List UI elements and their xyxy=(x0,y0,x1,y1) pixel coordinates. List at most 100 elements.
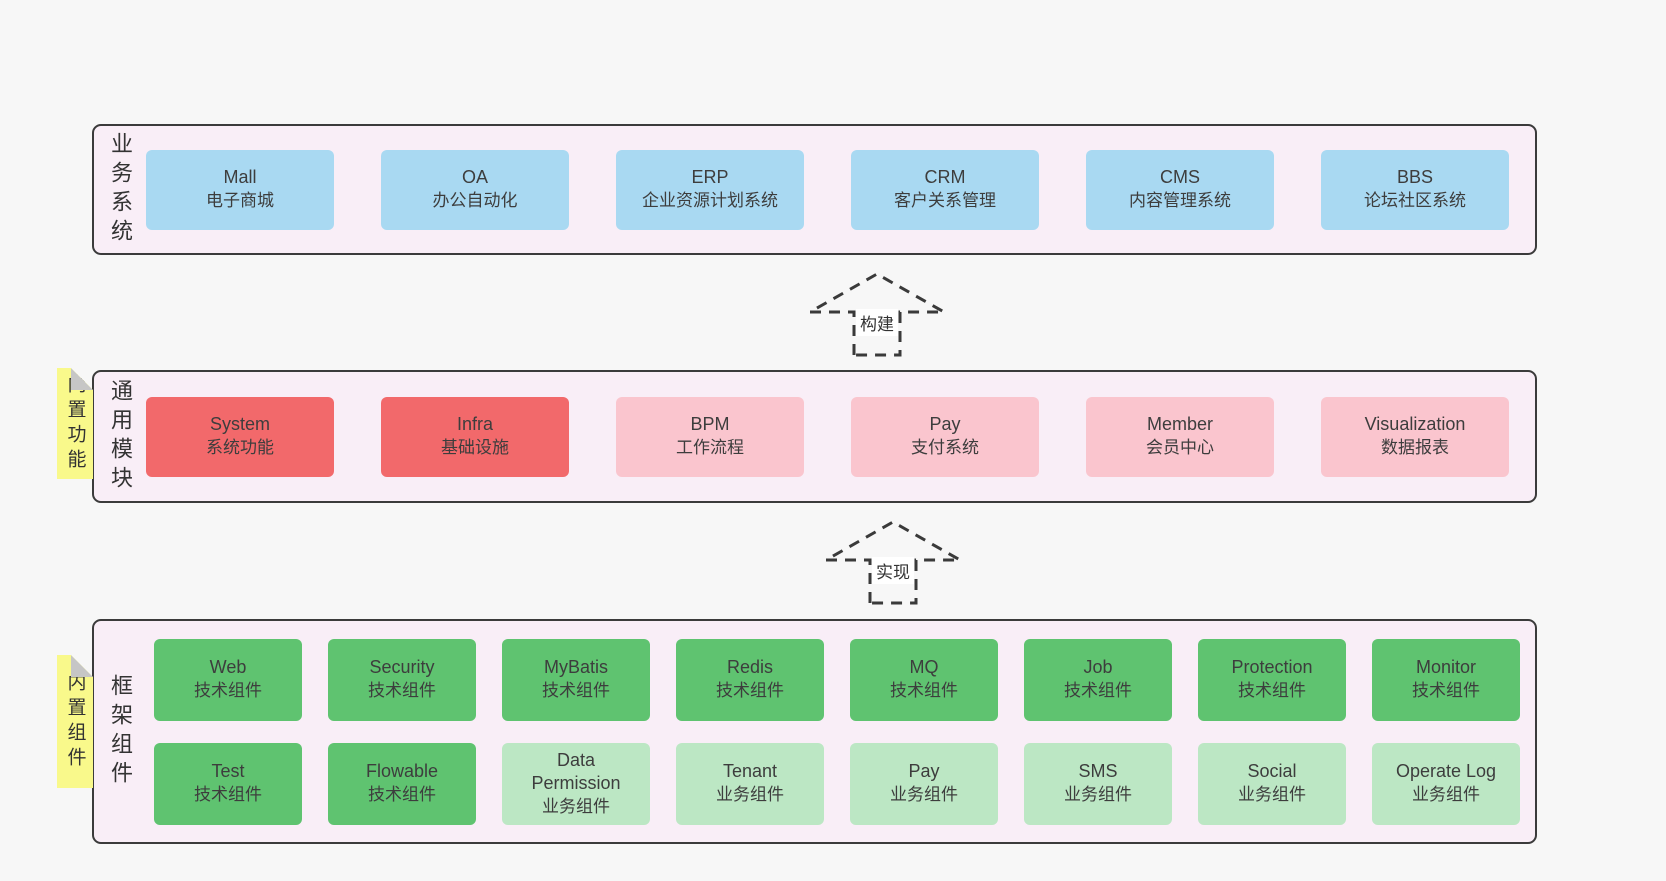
box-mybatis: MyBatis 技术组件 xyxy=(502,638,650,721)
box-tenant: Tenant 业务组件 xyxy=(676,742,824,825)
box-title: Operate Log xyxy=(1395,761,1497,782)
box-title: Social xyxy=(1247,761,1297,782)
box-infra: Infra 基础设施 xyxy=(381,396,569,477)
box-system: System 系统功能 xyxy=(146,396,334,477)
box-subtitle: 业务组件 xyxy=(1064,785,1132,805)
box-title: CRM xyxy=(924,167,966,188)
box-security: Security 技术组件 xyxy=(328,638,476,721)
box-subtitle: 数据报表 xyxy=(1381,438,1449,458)
box-title: ERP xyxy=(691,167,729,188)
box-title: MQ xyxy=(909,657,939,678)
box-subtitle: 技术组件 xyxy=(194,785,262,805)
box-title: Job xyxy=(1083,657,1113,678)
box-subtitle: 业务组件 xyxy=(542,797,610,817)
box-title: Flowable xyxy=(365,761,439,782)
sticky-note-label: 内置功能 xyxy=(64,373,86,474)
folded-corner-icon xyxy=(71,655,93,677)
box-bbs: BBS 论坛社区系统 xyxy=(1321,149,1509,230)
box-title: Monitor xyxy=(1415,657,1477,678)
box-mq: MQ 技术组件 xyxy=(850,638,998,721)
box-subtitle: 支付系统 xyxy=(911,438,979,458)
box-title: OA xyxy=(461,167,488,188)
box-subtitle: 系统功能 xyxy=(206,438,274,458)
box-title: BBS xyxy=(1396,167,1434,188)
arrow-build: 构建 xyxy=(807,271,947,357)
box-data-permission: Data Permission 业务组件 xyxy=(502,742,650,825)
sticky-note-label: 内置组件 xyxy=(64,671,86,772)
component-row: Mall 电子商城 OA 办公自动化 ERP 企业资源计划系统 CRM 客户关系管理 CMS 内容… xyxy=(146,149,1535,230)
box-pay: Pay 业务组件 xyxy=(850,742,998,825)
box-web: Web 技术组件 xyxy=(154,638,302,721)
box-subtitle: 业务组件 xyxy=(890,785,958,805)
box-title: Redis xyxy=(726,657,774,678)
box-job: Job 技术组件 xyxy=(1024,638,1172,721)
box-title: Security xyxy=(369,657,435,678)
arrow-label-implement: 实现 xyxy=(872,557,914,584)
arrow-label-build: 构建 xyxy=(856,309,898,336)
section-rows: Mall 电子商城 OA 办公自动化 ERP 企业资源计划系统 CRM 客户关系管理 CMS 内容… xyxy=(146,126,1535,253)
box-subtitle: 技术组件 xyxy=(1238,681,1306,701)
box-subtitle: 企业资源计划系统 xyxy=(642,191,778,211)
sticky-note-tab-builtin-components: 内置组件 xyxy=(57,655,93,788)
box-title: MyBatis xyxy=(543,657,608,678)
box-title: SMS xyxy=(1078,761,1118,782)
box-title: BPM xyxy=(690,414,730,435)
box-subtitle: 工作流程 xyxy=(676,438,744,458)
box-subtitle: 技术组件 xyxy=(542,681,610,701)
box-subtitle: 会员中心 xyxy=(1146,438,1214,458)
box-subtitle: 业务组件 xyxy=(1412,785,1480,805)
box-erp: ERP 企业资源计划系统 xyxy=(616,149,804,230)
box-title: Data Permission xyxy=(531,749,621,794)
box-subtitle: 内容管理系统 xyxy=(1129,191,1231,211)
box-subtitle: 技术组件 xyxy=(716,681,784,701)
box-oa: OA 办公自动化 xyxy=(381,149,569,230)
box-subtitle: 技术组件 xyxy=(890,681,958,701)
box-title: Infra xyxy=(456,414,494,435)
box-operate-log: Operate Log 业务组件 xyxy=(1372,742,1520,825)
box-subtitle: 客户关系管理 xyxy=(894,191,996,211)
box-title: Mall xyxy=(223,167,257,188)
box-subtitle: 技术组件 xyxy=(368,785,436,805)
box-redis: Redis 技术组件 xyxy=(676,638,824,721)
box-visualization: Visualization 数据报表 xyxy=(1321,396,1509,477)
section-label-components: 框架组件 xyxy=(108,673,133,790)
box-social: Social 业务组件 xyxy=(1198,742,1346,825)
box-subtitle: 电子商城 xyxy=(206,191,274,211)
box-bpm: BPM 工作流程 xyxy=(616,396,804,477)
box-subtitle: 论坛社区系统 xyxy=(1364,191,1466,211)
box-cms: CMS 内容管理系统 xyxy=(1086,149,1274,230)
box-title: Pay xyxy=(908,761,940,782)
folded-corner-icon xyxy=(71,368,93,390)
box-subtitle: 基础设施 xyxy=(441,438,509,458)
box-title: Member xyxy=(1146,414,1213,435)
box-title: CMS xyxy=(1160,167,1200,188)
box-title: Web xyxy=(209,657,247,678)
box-member: Member 会员中心 xyxy=(1086,396,1274,477)
box-title: Test xyxy=(211,761,245,782)
box-subtitle: 办公自动化 xyxy=(432,191,518,211)
box-monitor: Monitor 技术组件 xyxy=(1372,638,1520,721)
box-title: Tenant xyxy=(722,761,778,782)
box-crm: CRM 客户关系管理 xyxy=(851,149,1039,230)
box-title: System xyxy=(209,414,270,435)
box-subtitle: 技术组件 xyxy=(194,681,262,701)
box-mall: Mall 电子商城 xyxy=(146,149,334,230)
box-subtitle: 技术组件 xyxy=(1064,681,1132,701)
box-subtitle: 技术组件 xyxy=(368,681,436,701)
box-title: Visualization xyxy=(1364,414,1466,435)
box-subtitle: 业务组件 xyxy=(1238,785,1306,805)
box-subtitle: 业务组件 xyxy=(716,785,784,805)
box-sms: SMS 业务组件 xyxy=(1024,742,1172,825)
box-subtitle: 技术组件 xyxy=(1412,681,1480,701)
